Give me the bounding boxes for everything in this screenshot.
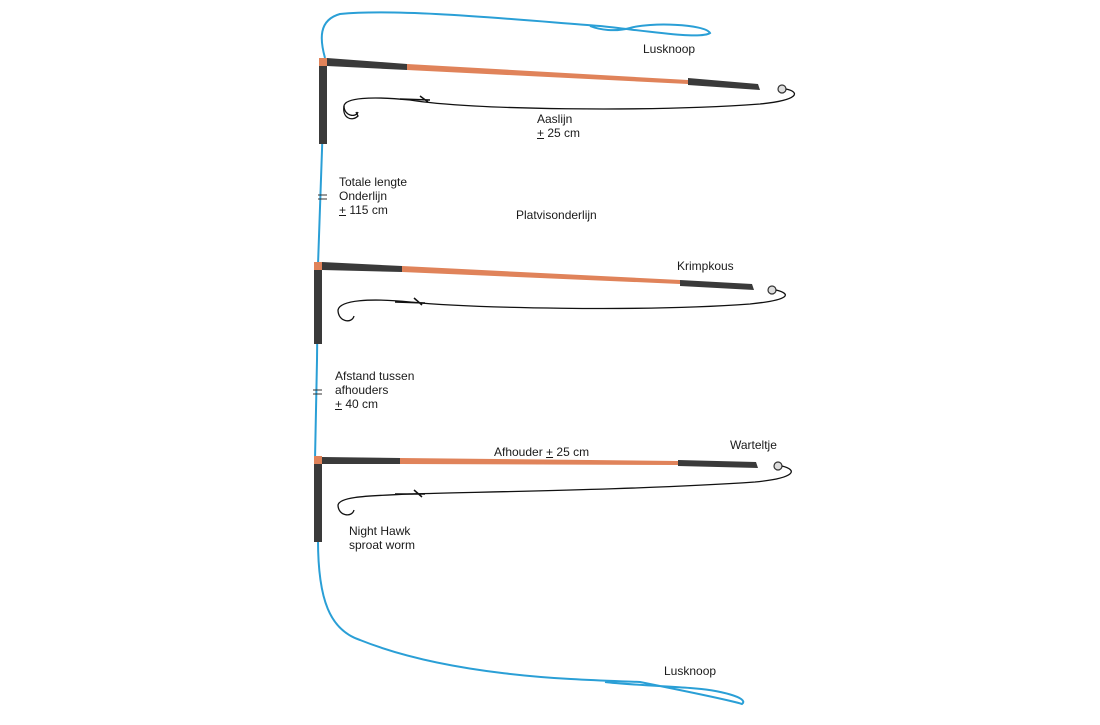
boom-3-end-tube xyxy=(678,460,758,468)
boom-1-sleeve xyxy=(327,58,407,70)
boom-3-swivel xyxy=(773,461,783,471)
label-night-hawk-line1: Night Hawk xyxy=(349,524,411,538)
boom-2-bait xyxy=(394,297,426,306)
boom-1-joint xyxy=(319,58,327,66)
boom-1-arm xyxy=(407,64,688,84)
boom-2-swivel xyxy=(767,285,777,295)
boom-1 xyxy=(319,58,796,144)
boom-3-joint xyxy=(314,456,322,464)
boom-2-end-tube xyxy=(680,280,754,290)
main-line xyxy=(313,11,745,706)
boom-2-vertical-tube xyxy=(314,268,322,344)
label-platvisonderlijn: Platvisonderlijn xyxy=(516,208,597,222)
label-warteltje: Warteltje xyxy=(730,438,777,452)
label-lusknoop-bottom: Lusknoop xyxy=(664,664,717,678)
label-aaslijn-length: + 25 cm xyxy=(537,126,580,140)
label-night-hawk-line2: sproat worm xyxy=(349,538,416,552)
plus-minus: + xyxy=(546,445,554,459)
label-lusknoop-top: Lusknoop xyxy=(643,42,696,56)
label-aaslijn: Aaslijn + 25 cm xyxy=(537,112,580,140)
boom-2-arm xyxy=(402,266,680,284)
label-totale-length: + 115 cm xyxy=(339,203,407,217)
boom-2-hooklength xyxy=(337,289,787,322)
plus-minus: + xyxy=(339,203,347,217)
plus-minus: + xyxy=(537,126,545,140)
label-totale-lengte: Totale lengte Onderlijn + 115 cm xyxy=(339,175,407,217)
aaslijn-value: 25 cm xyxy=(544,126,581,140)
afstand-value: 40 cm xyxy=(342,397,379,411)
boom-2-sleeve xyxy=(322,262,402,272)
boom-3-sleeve xyxy=(322,457,400,464)
label-afstand-length: + 40 cm xyxy=(335,397,414,411)
label-afstand: Afstand tussen afhouders + 40 cm xyxy=(335,369,414,411)
boom-3-vertical-tube xyxy=(314,462,322,542)
boom-3-bait xyxy=(395,489,425,498)
boom-2 xyxy=(314,262,787,344)
label-afstand-line2: afhouders xyxy=(335,383,389,397)
label-afhouder: Afhouder + 25 cm xyxy=(494,445,589,459)
boom-1-hook xyxy=(343,105,359,120)
boom-1-vertical-tube xyxy=(319,62,327,144)
boom-1-end-tube xyxy=(688,78,760,90)
afhouder-text: Afhouder xyxy=(494,445,547,459)
boom-3 xyxy=(314,456,792,542)
label-aaslijn-title: Aaslijn xyxy=(537,112,573,126)
label-afstand-line1: Afstand tussen xyxy=(335,369,415,383)
label-totale-line1: Totale lengte xyxy=(339,175,408,189)
boom-1-bait xyxy=(399,95,431,103)
label-krimpkous: Krimpkous xyxy=(677,259,734,273)
afhouder-value: 25 cm xyxy=(553,445,590,459)
boom-3-hooklength xyxy=(337,465,792,516)
totale-value: 115 cm xyxy=(346,203,388,217)
boom-1-swivel xyxy=(777,84,787,94)
boom-3-arm xyxy=(400,458,678,465)
label-night-hawk: Night Hawk sproat worm xyxy=(349,524,415,552)
label-totale-line2: Onderlijn xyxy=(339,189,388,203)
boom-2-joint xyxy=(314,262,322,270)
plus-minus: + xyxy=(335,397,343,411)
